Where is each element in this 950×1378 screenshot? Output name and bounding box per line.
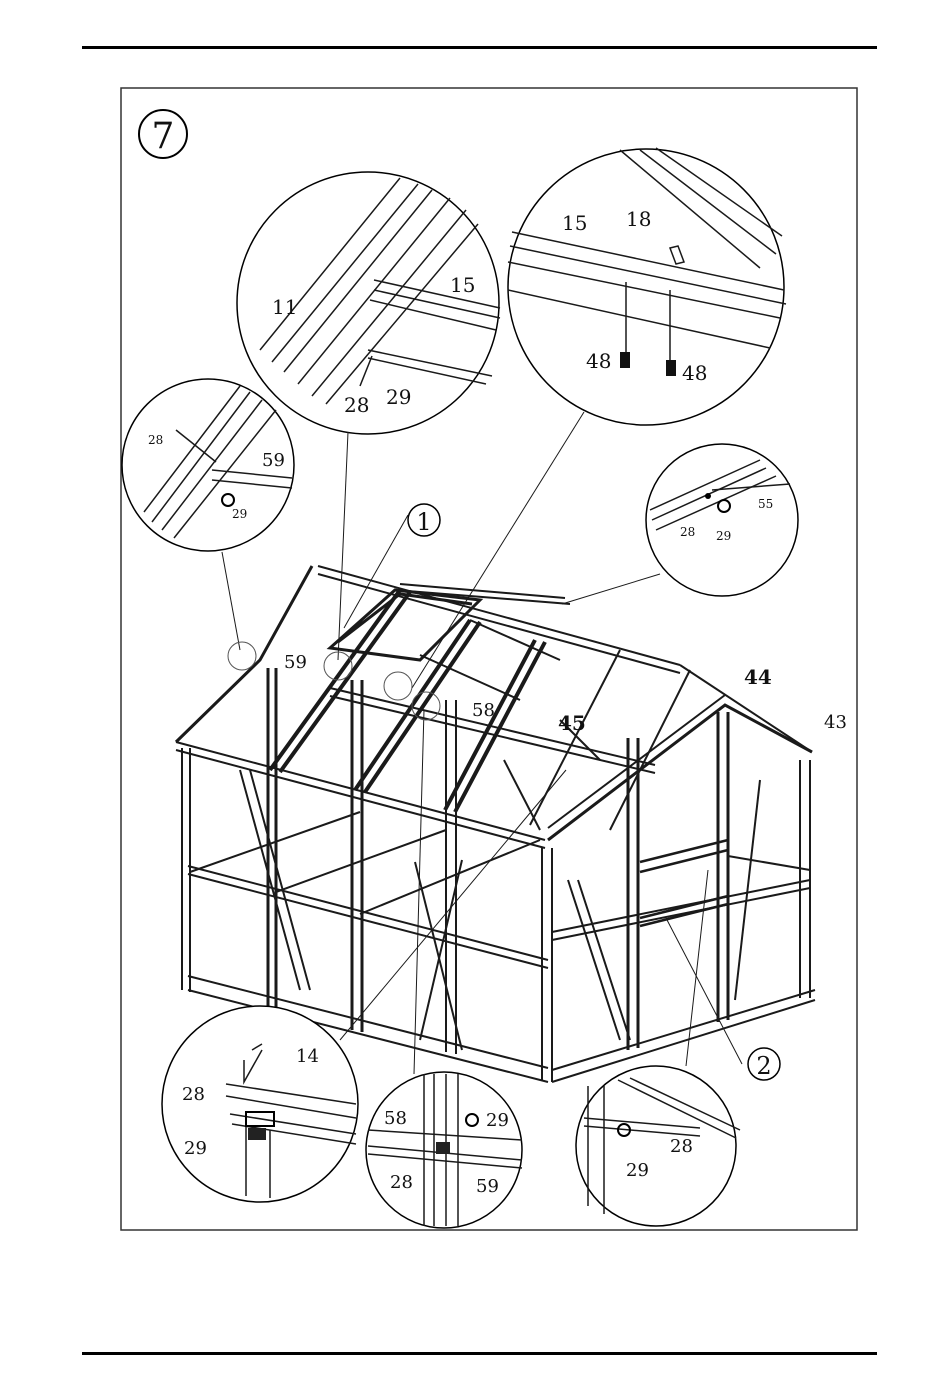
detail6-label-59: 59 xyxy=(476,1176,499,1197)
detail7-label-29: 29 xyxy=(626,1160,649,1181)
callout-2: 2 xyxy=(748,1048,780,1080)
detail1-label-11: 11 xyxy=(272,295,297,319)
detail3-label-28: 28 xyxy=(148,433,163,447)
detail-view-3: 28 59 29 xyxy=(122,379,294,551)
detail3-label-29: 29 xyxy=(232,507,247,521)
detail3-label-59: 59 xyxy=(262,450,285,471)
detail4-label-29: 29 xyxy=(716,529,731,543)
callout-1: 1 xyxy=(408,504,440,536)
detail-view-2: 15 18 48 48 xyxy=(508,148,786,425)
detail5-label-14: 14 xyxy=(296,1046,319,1067)
main-label-58: 58 xyxy=(472,700,495,721)
detail4-label-55: 55 xyxy=(758,497,773,511)
main-label-45: 45 xyxy=(558,711,586,735)
callout-1-label: 1 xyxy=(416,508,431,536)
detail1-label-15: 15 xyxy=(450,273,475,297)
detail6-label-28: 28 xyxy=(390,1172,413,1193)
detail2-label-18: 18 xyxy=(626,207,651,231)
detail-view-1: 11 15 28 29 xyxy=(237,172,500,434)
step-number: 7 xyxy=(152,116,175,157)
main-label-43: 43 xyxy=(824,712,847,733)
detail5-label-28: 28 xyxy=(182,1084,205,1105)
detail-view-6: 58 29 28 59 xyxy=(366,1072,522,1228)
detail2-label-48a: 48 xyxy=(586,349,611,373)
detail-view-7: 28 29 xyxy=(576,1066,740,1226)
detail6-label-58: 58 xyxy=(384,1108,407,1129)
detail5-label-29: 29 xyxy=(184,1138,207,1159)
detail2-label-48b: 48 xyxy=(682,361,707,385)
main-label-59: 59 xyxy=(284,652,307,673)
detail2-label-15: 15 xyxy=(562,211,587,235)
detail1-label-29: 29 xyxy=(386,385,411,409)
detail7-label-28: 28 xyxy=(670,1136,693,1157)
greenhouse-frame xyxy=(176,566,815,1082)
step-number-badge: 7 xyxy=(139,110,187,158)
detail-view-5: 14 28 29 xyxy=(162,1006,358,1202)
detail6-label-29: 29 xyxy=(486,1110,509,1131)
detail4-label-28: 28 xyxy=(680,525,695,539)
main-label-44: 44 xyxy=(744,665,772,689)
detail-view-4: 28 29 55 xyxy=(646,444,798,596)
detail1-label-28: 28 xyxy=(344,393,369,417)
callout-2-label: 2 xyxy=(756,1052,771,1080)
